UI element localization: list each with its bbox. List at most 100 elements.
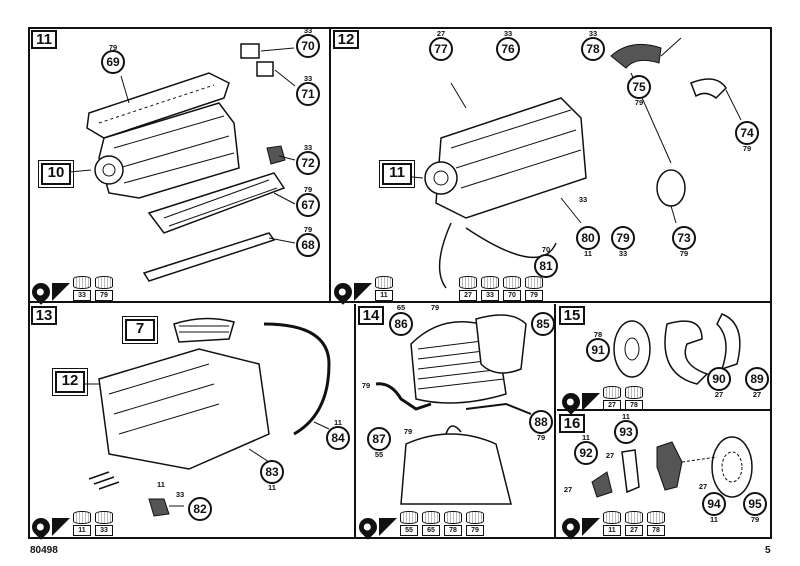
callout-85: 85 xyxy=(531,312,555,336)
paint-brush-icon xyxy=(354,283,372,301)
paint-code-90: 27 xyxy=(714,390,724,399)
paint-code: 27 xyxy=(603,400,621,411)
paint-code-88: 79 xyxy=(536,433,546,442)
paint-brush-icon xyxy=(379,518,397,536)
callout-79: 79 xyxy=(611,226,635,250)
paint-pot-icon xyxy=(73,276,91,289)
engine-block-illustration xyxy=(58,43,296,282)
paint-legend-step-11: 33 79 xyxy=(28,276,114,305)
paint-code-93: 11 xyxy=(622,412,630,421)
paint-drop-icon xyxy=(558,389,584,415)
paint-pot-icon xyxy=(647,511,665,524)
callout-91: 91 xyxy=(586,338,610,362)
paint-code-91: 78 xyxy=(593,330,603,339)
callout-70: 70 xyxy=(296,34,320,58)
paint-pot-icon xyxy=(603,511,621,524)
paint-pot-icon xyxy=(625,386,643,399)
step-14-panel: 14 xyxy=(356,304,556,538)
callout-74: 74 xyxy=(735,121,759,145)
callout-86: 86 xyxy=(389,312,413,336)
paint-code-76: 33 xyxy=(503,29,513,38)
paint-code-83: 11 xyxy=(268,483,276,492)
callout-88: 88 xyxy=(529,410,553,434)
paint-pot-icon xyxy=(95,276,113,289)
paint-pot-icon xyxy=(625,511,643,524)
paint-code: 27 xyxy=(625,525,643,536)
engine-assembly-illustration xyxy=(390,37,742,289)
paint-pot-icon xyxy=(525,276,543,289)
step-number: 13 xyxy=(31,306,57,325)
paint-code: 70 xyxy=(503,290,521,301)
instruction-frame xyxy=(28,27,772,539)
paint-code: 78 xyxy=(625,400,643,411)
paint-code-74: 79 xyxy=(742,144,752,153)
paint-drop-icon xyxy=(28,279,54,305)
paint-pot-icon xyxy=(466,511,484,524)
paint-pot-icon xyxy=(422,511,440,524)
paint-code-95: 79 xyxy=(750,515,760,524)
step-11-panel: 11 xyxy=(29,28,331,303)
callout-82: 82 xyxy=(188,497,212,521)
callout-95: 95 xyxy=(743,492,767,516)
paint-code: 11 xyxy=(603,525,621,536)
paint-pot-icon xyxy=(503,276,521,289)
paint-code-loose: 27 xyxy=(605,451,615,460)
callout-78: 78 xyxy=(581,37,605,61)
callout-84: 84 xyxy=(326,426,350,450)
paint-code-81: 70 xyxy=(541,245,551,254)
callout-71: 71 xyxy=(296,82,320,106)
callout-83: 83 xyxy=(260,460,284,484)
callout-92: 92 xyxy=(574,441,598,465)
paint-code-67: 79 xyxy=(303,185,313,194)
callout-69: 69 xyxy=(101,50,125,74)
step-16-panel: 16 xyxy=(557,412,771,538)
paint-legend-step-16: 11 27 78 xyxy=(558,511,666,540)
step-number: 15 xyxy=(559,306,585,325)
step-number: 11 xyxy=(31,30,57,49)
callout-93: 93 xyxy=(614,420,638,444)
callout-67: 67 xyxy=(296,193,320,217)
callout-75: 75 xyxy=(627,75,651,99)
paint-pot-icon xyxy=(73,511,91,524)
paint-code: 65 xyxy=(422,525,440,536)
paint-code-loose: 79 xyxy=(361,381,371,390)
callout-76: 76 xyxy=(496,37,520,61)
step-15-panel: 15 xyxy=(557,304,771,411)
paint-code: 33 xyxy=(73,290,91,301)
paint-code: 79 xyxy=(525,290,543,301)
paint-legend-step-14: 55 65 78 79 xyxy=(355,511,485,540)
paint-drop-icon xyxy=(558,514,584,540)
paint-pot-icon xyxy=(95,511,113,524)
callout-80: 80 xyxy=(576,226,600,250)
step-13-panel: 13 xyxy=(29,304,356,538)
paint-code-loose: 27 xyxy=(563,485,573,494)
paint-drop-icon xyxy=(355,514,381,540)
paint-code-72: 33 xyxy=(303,143,313,152)
callout-73: 73 xyxy=(672,226,696,250)
callout-77: 77 xyxy=(429,37,453,61)
callout-81: 81 xyxy=(534,254,558,278)
radiator-housing-illustration xyxy=(375,314,532,505)
paint-code-94: 11 xyxy=(710,515,718,524)
paint-pot-icon xyxy=(400,511,418,524)
paint-code-82: 33 xyxy=(175,490,185,499)
paint-code-loose: 79 xyxy=(403,427,413,436)
engine-with-radiator-illustration xyxy=(79,317,331,517)
callout-90: 90 xyxy=(707,367,731,391)
callout-89: 89 xyxy=(745,367,769,391)
step-number: 14 xyxy=(358,306,384,325)
paint-pot-icon xyxy=(603,386,621,399)
paint-code-68: 79 xyxy=(303,225,313,234)
paint-code-84: 11 xyxy=(334,418,342,427)
paint-code-79: 33 xyxy=(618,249,628,258)
callout-94: 94 xyxy=(702,492,726,516)
paint-code: 55 xyxy=(400,525,418,536)
paint-brush-icon xyxy=(582,393,600,411)
paint-code: 33 xyxy=(481,290,499,301)
paint-pot-icon xyxy=(375,276,393,289)
paint-code: 79 xyxy=(95,290,113,301)
paint-code-92: 11 xyxy=(582,433,590,442)
paint-code-loose: 79 xyxy=(430,303,440,312)
callout-72: 72 xyxy=(296,151,320,175)
step-12-panel: 12 xyxy=(331,28,771,303)
